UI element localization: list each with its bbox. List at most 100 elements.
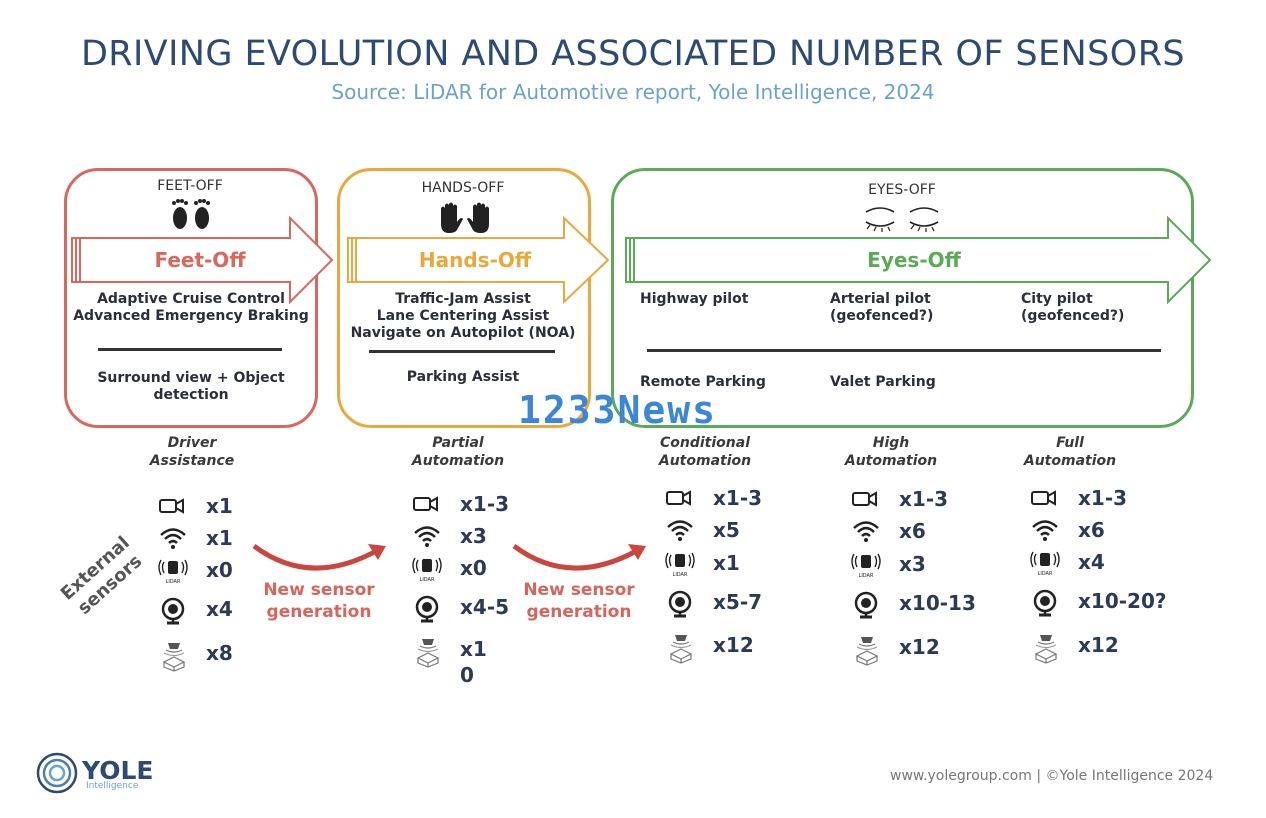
eyes-off-arrow (625, 216, 1212, 304)
lidar-icon-label: LIDAR (859, 573, 874, 579)
watermark: 1233News (518, 388, 718, 432)
feature-text: (geofenced?) (830, 308, 934, 324)
sensor-count: x5 (713, 518, 740, 542)
feature-text: Remote Parking (640, 374, 766, 390)
feet-off-box (64, 168, 318, 428)
camera-icon (158, 493, 188, 521)
ultrasonic-sensor-icon (851, 590, 881, 619)
sensor-count: x12 (1078, 633, 1119, 657)
sensor-count: x4-5 (460, 595, 510, 619)
lidar-icon-label: LIDAR (673, 572, 688, 578)
eyes-off-divider (647, 349, 1161, 352)
in-cabin-sensor-icon (665, 632, 695, 664)
camera-icon (851, 486, 881, 514)
generation-arrow (252, 543, 386, 571)
sensor-count: x0 (206, 558, 233, 582)
feature-text: Highway pilot (640, 291, 749, 307)
page-subtitle: Source: LiDAR for Automotive report, Yol… (331, 80, 935, 104)
hands-off-arrow-label: Hands-Off (418, 248, 532, 272)
feet-off-divider (98, 348, 282, 351)
sensor-count: x1 (713, 551, 740, 575)
camera-icon (1030, 485, 1060, 513)
sensor-count: x1 (206, 494, 233, 518)
lidar-icon-label: LIDAR (420, 577, 435, 583)
hands-off-heading: HANDS-OFF (421, 180, 505, 196)
ultrasonic-sensor-icon (412, 594, 442, 623)
feature-text: Arterial pilot (830, 291, 931, 307)
sensor-count: x12 (713, 633, 754, 657)
hands-off-box (337, 168, 591, 428)
feature-text: Adaptive Cruise Control (97, 291, 285, 307)
feet-icon (172, 199, 210, 229)
sensor-count: x1-3 (460, 492, 510, 516)
feature-text: detection (153, 387, 229, 403)
eyes-off-heading: EYES-OFF (868, 182, 936, 198)
ultrasonic-sensor-icon (1030, 588, 1060, 617)
lidar-icon: LIDAR (1030, 549, 1060, 577)
feet-off-heading: FEET-OFF (157, 178, 223, 194)
camera-icon (665, 485, 695, 513)
sensor-count: x1-3 (1078, 486, 1128, 510)
in-cabin-sensor-icon (851, 634, 881, 666)
generation-arrow (512, 543, 646, 571)
hands-off-arrow (347, 216, 610, 304)
feet-off-arrow-label: Feet-Off (154, 248, 246, 272)
radar-icon (665, 517, 695, 545)
sensor-count: x10-20? (1078, 589, 1167, 613)
radar-icon (1030, 517, 1060, 545)
eyes-off-arrow-label: Eyes-Off (867, 248, 961, 272)
radar-icon (851, 518, 881, 546)
feature-text: City pilot (1021, 291, 1093, 307)
sensor-count: x1-3 (899, 487, 949, 511)
feature-text: Parking Assist (406, 369, 520, 385)
ultrasonic-sensor-icon (158, 596, 188, 625)
logo-subtitle: Intelligence (86, 781, 139, 791)
in-cabin-sensor-icon (158, 640, 188, 672)
in-cabin-sensor-icon (412, 636, 442, 668)
closed-eyes-icon (865, 207, 939, 232)
sensor-count: x1 0 (460, 637, 487, 687)
sensor-count: x1-3 (713, 486, 763, 510)
feature-text: Navigate on Autopilot (NOA) (350, 325, 576, 341)
feature-text: (geofenced?) (1021, 308, 1125, 324)
lidar-icon: LIDAR (665, 550, 695, 578)
radar-icon (158, 525, 188, 553)
radar-icon (412, 523, 442, 551)
hands-off-divider (369, 350, 555, 353)
feet-off-arrow (71, 216, 334, 304)
logo-name: YOLE (82, 756, 154, 785)
feature-text: Traffic-Jam Assist (395, 291, 531, 307)
sensor-count: x0 (460, 556, 487, 580)
footer-text: www.yolegroup.com | ©Yole Intelligence 2… (890, 768, 1214, 784)
in-cabin-sensor-icon (1030, 632, 1060, 664)
feature-text: Surround view + Object (97, 370, 285, 386)
hands-icon (441, 202, 489, 233)
feature-text: Lane Centering Assist (376, 308, 550, 324)
sensor-count: x3 (460, 524, 487, 548)
ultrasonic-sensor-icon (665, 589, 695, 618)
eyes-off-box (611, 168, 1194, 428)
lidar-icon-label: LIDAR (1038, 571, 1053, 577)
page-title: DRIVING EVOLUTION AND ASSOCIATED NUMBER … (80, 34, 1186, 74)
yole-logo-icon (36, 752, 78, 794)
sensor-count: x1 (206, 526, 233, 550)
sensor-count: x6 (1078, 518, 1105, 542)
sensor-count: x12 (899, 635, 940, 659)
sensor-count: x6 (899, 519, 926, 543)
lidar-icon-label: LIDAR (166, 579, 181, 585)
feature-text: Advanced Emergency Braking (73, 308, 309, 324)
sensor-count: x10-13 (899, 591, 976, 615)
lidar-icon: LIDAR (851, 551, 881, 579)
sensor-count: x4 (206, 597, 233, 621)
lidar-icon: LIDAR (158, 557, 188, 585)
lidar-icon: LIDAR (412, 555, 442, 583)
sensor-count: x3 (899, 552, 926, 576)
